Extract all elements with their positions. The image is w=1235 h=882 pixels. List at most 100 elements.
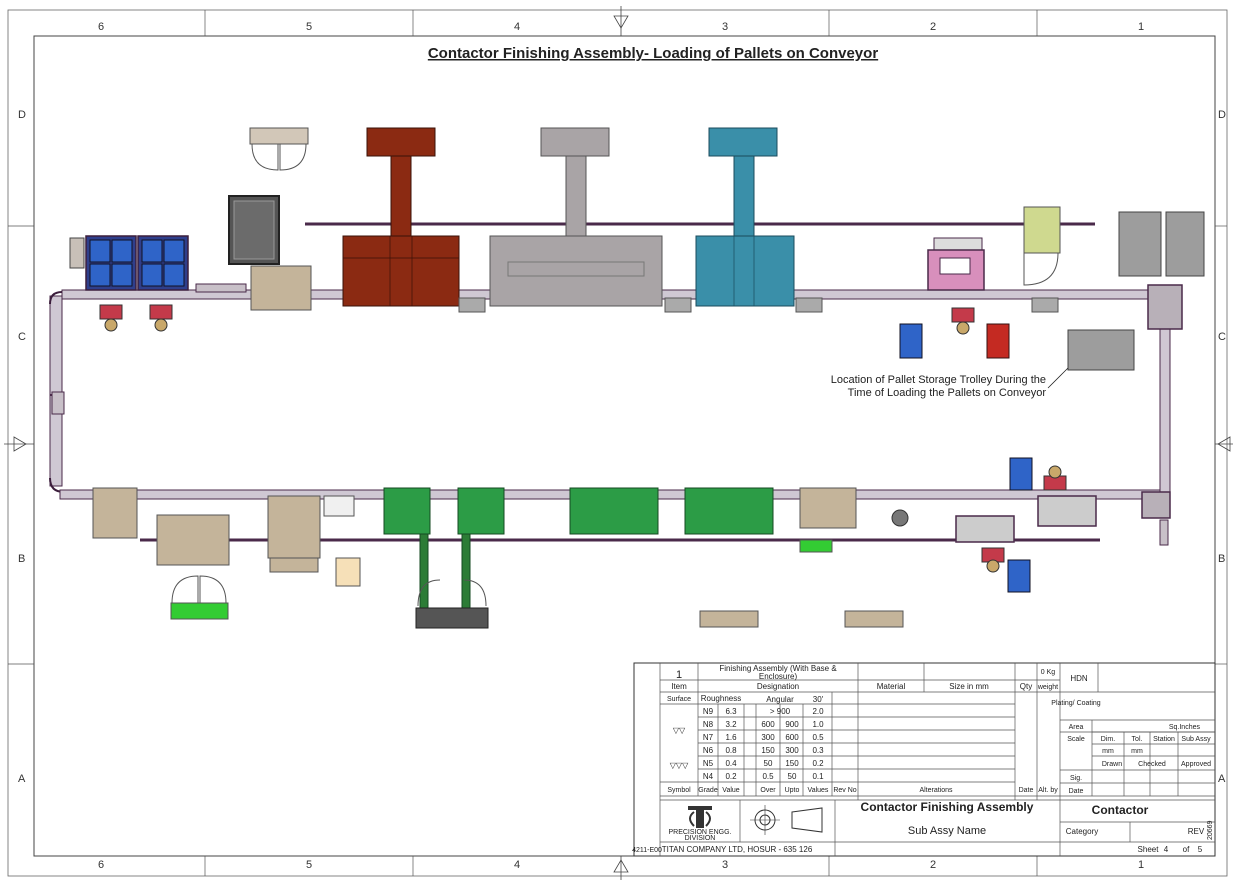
row-labels: D C B A D C B A	[18, 109, 1226, 785]
svg-text:3.2: 3.2	[725, 720, 737, 729]
angular-value: 30'	[813, 695, 824, 704]
col-qty: Qty	[1020, 682, 1032, 691]
blue-tray-rack-1	[69, 235, 137, 291]
col-label-top: 5	[306, 21, 312, 33]
svg-text:900: 900	[785, 720, 799, 729]
tan-station	[156, 514, 230, 566]
svg-text:Values: Values	[808, 787, 829, 794]
centering-marks	[4, 6, 1233, 880]
category-label: Category	[1066, 827, 1098, 836]
svg-text:Checked: Checked	[1138, 761, 1166, 768]
bench	[699, 610, 759, 628]
svg-text:N4: N4	[703, 772, 714, 781]
item-desc-line1: Finishing Assembly (With Base &	[719, 664, 837, 673]
svg-text:Sig.: Sig.	[1070, 775, 1082, 782]
svg-text:N8: N8	[703, 720, 714, 729]
svg-text:mm: mm	[1131, 748, 1143, 755]
small-box	[323, 495, 355, 517]
col-size: Size in mm	[949, 682, 989, 691]
svg-text:0.5: 0.5	[762, 772, 774, 781]
corner-transfer-unit	[1147, 284, 1183, 330]
row-label-right: C	[1218, 331, 1226, 343]
svg-text:> 900: > 900	[770, 707, 791, 716]
row-label-left: A	[18, 773, 26, 785]
col-label-bottom: 6	[98, 859, 104, 871]
teal-station	[695, 127, 795, 307]
svg-text:600: 600	[785, 733, 799, 742]
operator-icon	[951, 307, 975, 335]
blue-tray-rack-2	[137, 235, 189, 291]
svg-text:Tol.: Tol.	[1132, 736, 1143, 743]
row-label-left: B	[18, 553, 25, 565]
svg-text:150: 150	[785, 759, 799, 768]
svg-text:2.0: 2.0	[812, 707, 824, 716]
svg-text:0.4: 0.4	[725, 759, 737, 768]
area-unit: Sq.Inches	[1169, 724, 1201, 731]
inner-frame	[33, 35, 1216, 857]
scale-label: Scale	[1067, 736, 1085, 743]
col-label-top: 6	[98, 21, 104, 33]
col-label-bottom: 3	[722, 859, 728, 871]
sheet-total: 5	[1198, 845, 1203, 854]
operator-icon	[149, 304, 173, 332]
svg-text:N6: N6	[703, 746, 714, 755]
olive-door	[1023, 206, 1061, 286]
tan-station	[799, 487, 857, 529]
svg-text:6.3: 6.3	[725, 707, 737, 716]
svg-text:Value: Value	[722, 787, 739, 794]
operator-icon	[99, 304, 123, 332]
rev-label: REV	[1188, 827, 1205, 836]
form-number: 4211-E00	[632, 847, 662, 854]
row-label-left: D	[18, 109, 26, 121]
blue-bin	[899, 323, 923, 359]
col-weight: weight	[1037, 684, 1058, 691]
col-label-bottom: 4	[514, 859, 520, 871]
svg-text:Approved: Approved	[1181, 761, 1211, 768]
drawing-title: Contactor Finishing Assembly- Loading of…	[428, 45, 878, 62]
col-label-bottom: 1	[1138, 859, 1144, 871]
col-label-bottom: 2	[930, 859, 936, 871]
svg-text:50: 50	[764, 759, 773, 768]
small-box	[335, 557, 361, 587]
col-label-top: 2	[930, 21, 936, 33]
grey-station	[489, 127, 663, 307]
angular-label: Angular	[766, 695, 794, 704]
col-label-top: 3	[722, 21, 728, 33]
svg-text:Grade: Grade	[698, 787, 718, 794]
sub-assy-name: Sub Assy Name	[908, 825, 986, 837]
bottom-right-assembly-cell	[955, 457, 1171, 593]
svg-text:N5: N5	[703, 759, 714, 768]
svg-text:300: 300	[761, 733, 775, 742]
col-designation: Designation	[757, 682, 799, 691]
col-label-top: 1	[1138, 21, 1144, 33]
svg-text:Date: Date	[1069, 788, 1084, 795]
svg-text:Alt. by: Alt. by	[1038, 787, 1058, 794]
svg-text:Over: Over	[760, 787, 776, 794]
hdn-label: HDN	[1070, 674, 1088, 683]
col-label-bottom: 5	[306, 859, 312, 871]
svg-text:600: 600	[761, 720, 775, 729]
sheet-label: Sheet	[1138, 845, 1160, 854]
product-name: Contactor	[1092, 803, 1149, 817]
svg-text:0.2: 0.2	[725, 772, 737, 781]
green-station	[569, 487, 659, 535]
row-label-right: B	[1218, 553, 1225, 565]
svg-text:Drawn: Drawn	[1102, 761, 1122, 768]
svg-text:mm: mm	[1102, 748, 1114, 755]
svg-text:Station: Station	[1153, 736, 1175, 743]
row-label-right: A	[1218, 773, 1226, 785]
conveyor-left-rail	[49, 295, 63, 487]
svg-text:Sub Assy: Sub Assy	[1181, 736, 1211, 743]
svg-text:150: 150	[761, 746, 775, 755]
roughness-symbol-2: ▽▽	[673, 726, 686, 735]
pallet-storage-trolley	[1118, 211, 1205, 277]
company-name: TITAN COMPANY LTD, HOSUR - 635 126	[662, 845, 813, 854]
col-material: Material	[877, 682, 906, 691]
plating-label: Plating/ Coating	[1051, 700, 1101, 707]
company-logo	[688, 806, 712, 828]
svg-text:N9: N9	[703, 707, 714, 716]
svg-text:Symbol: Symbol	[667, 787, 691, 794]
svg-text:0.3: 0.3	[812, 746, 824, 755]
area-label: Area	[1069, 724, 1084, 731]
tan-station	[250, 265, 312, 311]
